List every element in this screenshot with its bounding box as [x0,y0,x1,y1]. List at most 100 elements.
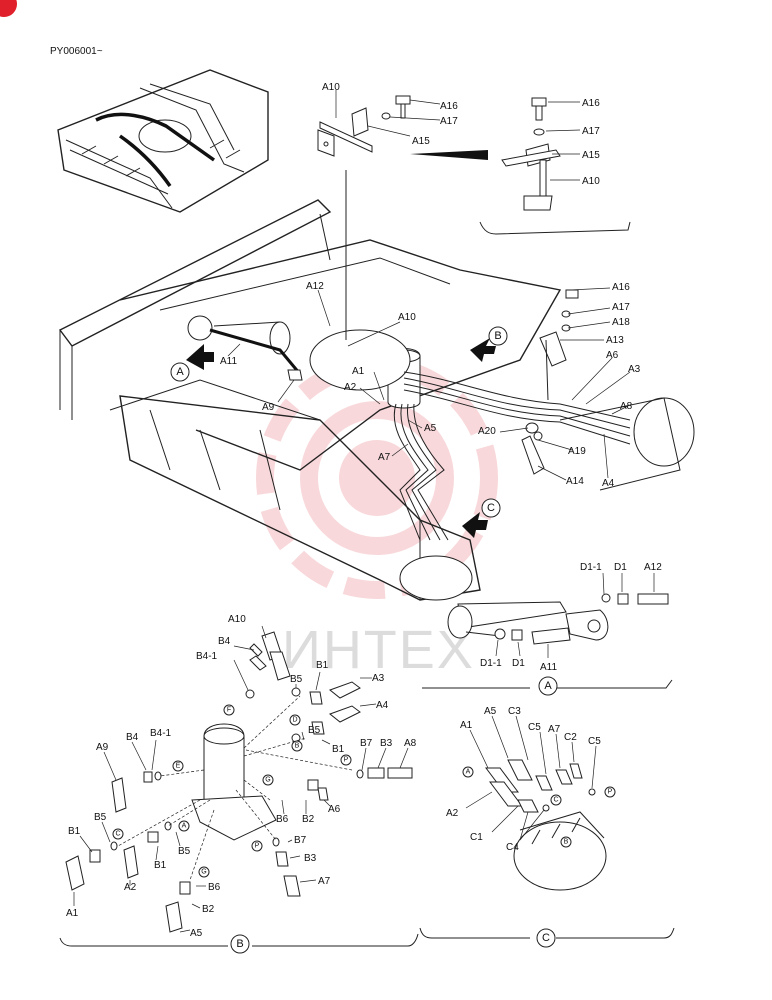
marker-b-c: B [560,836,572,848]
part-label: E [176,763,181,770]
marker-p-lower: P [251,840,263,852]
marker-p: P [340,754,352,766]
part-label: A10 [322,82,340,93]
part-label: B [494,330,501,342]
section-label-a: A [538,676,558,696]
top-inset-bracket [317,90,441,157]
part-label: B3 [304,853,317,864]
part-label: A15 [582,150,600,161]
marker-a-inline: A [178,820,190,832]
part-label: B7 [360,738,373,749]
part-label: A [466,769,471,776]
serial-range: PY006001~ [50,46,103,57]
part-label: B [236,938,243,950]
arrow-a-icon [186,344,214,370]
marker-g: G [262,774,274,786]
part-label: A20 [478,426,496,437]
detail-c [419,715,675,939]
marker-d: D [289,714,301,726]
section-label-c: C [536,928,556,948]
part-label: C [487,502,495,514]
part-label: C [542,932,550,944]
watermark-logo-icon [256,357,498,599]
marker-e: E [172,760,184,772]
part-label: B [564,839,569,846]
part-label: A9 [262,402,275,413]
detail-b [59,625,419,947]
part-label: B5 [290,674,303,685]
part-label: A4 [376,700,389,711]
part-label: C2 [564,732,577,743]
part-label: C3 [508,706,521,717]
part-label: A1 [460,720,473,731]
part-label: A19 [568,446,586,457]
part-label: A9 [96,742,109,753]
part-label: B [295,743,300,750]
part-label: C1 [470,832,483,843]
part-label: A2 [124,882,137,893]
part-label: A16 [582,98,600,109]
marker-g-lower: G [198,866,210,878]
part-label: D1 [614,562,627,573]
part-label: A5 [484,706,497,717]
marker-f: F [223,704,235,716]
part-label: P [255,843,260,850]
arrow-c-icon [462,512,488,538]
marker-c-c: C [550,794,562,806]
part-label: A [182,823,187,830]
machine-thumbnail [57,69,269,213]
section-marker-a: A [170,362,190,382]
marker-p-c: P [604,786,616,798]
part-label: A12 [644,562,662,573]
part-label: A1 [352,366,365,377]
part-label: A6 [328,804,341,815]
part-label: B5 [308,725,321,736]
main-chassis [58,199,695,601]
part-label: A3 [628,364,641,375]
part-label: A4 [602,478,615,489]
part-label: B1 [316,660,329,671]
main-leaders [227,287,631,481]
part-label: A11 [540,662,557,673]
pointer-arrow-icon [410,150,488,160]
part-label: A7 [548,724,561,735]
part-label: B1 [332,744,345,755]
part-label: A11 [220,356,237,367]
part-label: G [265,777,270,784]
part-label: A14 [566,476,584,487]
part-label: A17 [612,302,630,313]
part-label: A17 [440,116,458,127]
detail-a [422,572,673,689]
part-label: A3 [372,673,385,684]
section-marker-b: B [488,326,508,346]
part-label: A18 [612,317,630,328]
part-label: B2 [302,814,315,825]
part-label: C4 [506,842,519,853]
part-label: A8 [404,738,417,749]
part-label: C [115,831,120,838]
part-label: B5 [94,812,107,823]
part-label: A16 [612,282,630,293]
part-label: A8 [620,401,633,412]
part-label: B1 [154,860,167,871]
part-label: B3 [380,738,393,749]
part-label: B4 [218,636,231,647]
part-label: D [292,717,297,724]
part-label: A16 [440,101,458,112]
part-label: B7 [294,835,307,846]
part-label: A1 [66,908,79,919]
part-label: A6 [606,350,619,361]
top-right-inset [479,97,631,235]
arrow-b-icon [470,338,496,362]
part-label: A13 [606,335,624,346]
part-label: F [227,707,231,714]
part-label: C5 [528,722,541,733]
part-label: A2 [344,382,357,393]
part-label: D1 [512,658,525,669]
part-label: P [344,757,349,764]
part-label: B6 [276,814,289,825]
part-label: A10 [228,614,246,625]
part-label: A7 [378,452,391,463]
part-label: A10 [582,176,600,187]
